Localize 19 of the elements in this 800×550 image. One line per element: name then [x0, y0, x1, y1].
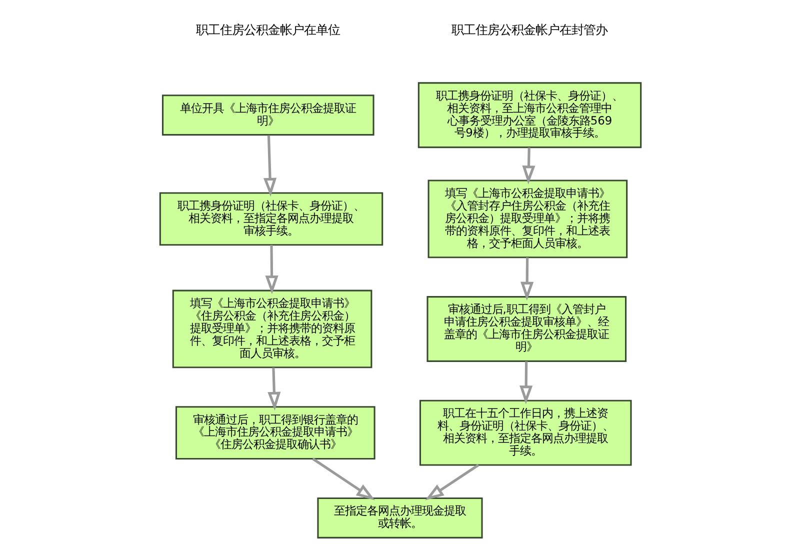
node-box: 至指定各网点办理现金提取或转帐。: [316, 497, 482, 538]
node-box: 填写《上海市公积金提取申请书》《入管封存户住房公积金（补充住房公积金）提取受理单》；并将携带的资料原件、复印件，和上述表格，交予柜面人员审核。: [427, 180, 628, 258]
arrow: [264, 245, 278, 294]
arrow: [520, 257, 534, 301]
node-box: 审核通过后,职工得到《入管封户申请住房公积金提取审核单》、经盖章的《上海市住房公积金提取证明》: [426, 296, 626, 362]
arrow: [522, 147, 535, 184]
label: 职工住房公积金帐户在单位: [196, 22, 340, 38]
arrow: [424, 464, 479, 500]
arrow: [262, 135, 276, 197]
arrow: [312, 458, 374, 500]
node-box: 职工在十五个工作日内，携上述资料、身份证明（社保卡、身份证）、相关资料，至指定各网点办理提取手续。: [418, 400, 632, 466]
node-box: 审核通过后，职工得到银行盖章的《上海市住房公积金提取申请书》《住房公积金提取确认书》: [174, 406, 375, 460]
arrow: [519, 361, 532, 404]
node-box: 填写《上海市公积金提取申请书》《住房公积金（补充住房公积金）提取受理单》；并将携带的资料原件、复印件，和上述表格，交予柜面人员审核。: [172, 290, 372, 368]
node-box: 职工携身份证明（社保卡、身份证）、相关资料，至指定各网点办理提取审核手续。: [158, 192, 383, 246]
node-box: 单位开具《上海市住房公积金提取证明》: [161, 94, 374, 136]
node-box: 职工携身份证明（社保卡、身份证）、相关资料，至上海市公积金管理中心事务受理办公室（金陵东路569号9楼），办理提取审核手续。: [417, 82, 642, 148]
arrow: [267, 368, 280, 411]
label: 职工住房公积金帐户在封管办: [451, 22, 608, 38]
